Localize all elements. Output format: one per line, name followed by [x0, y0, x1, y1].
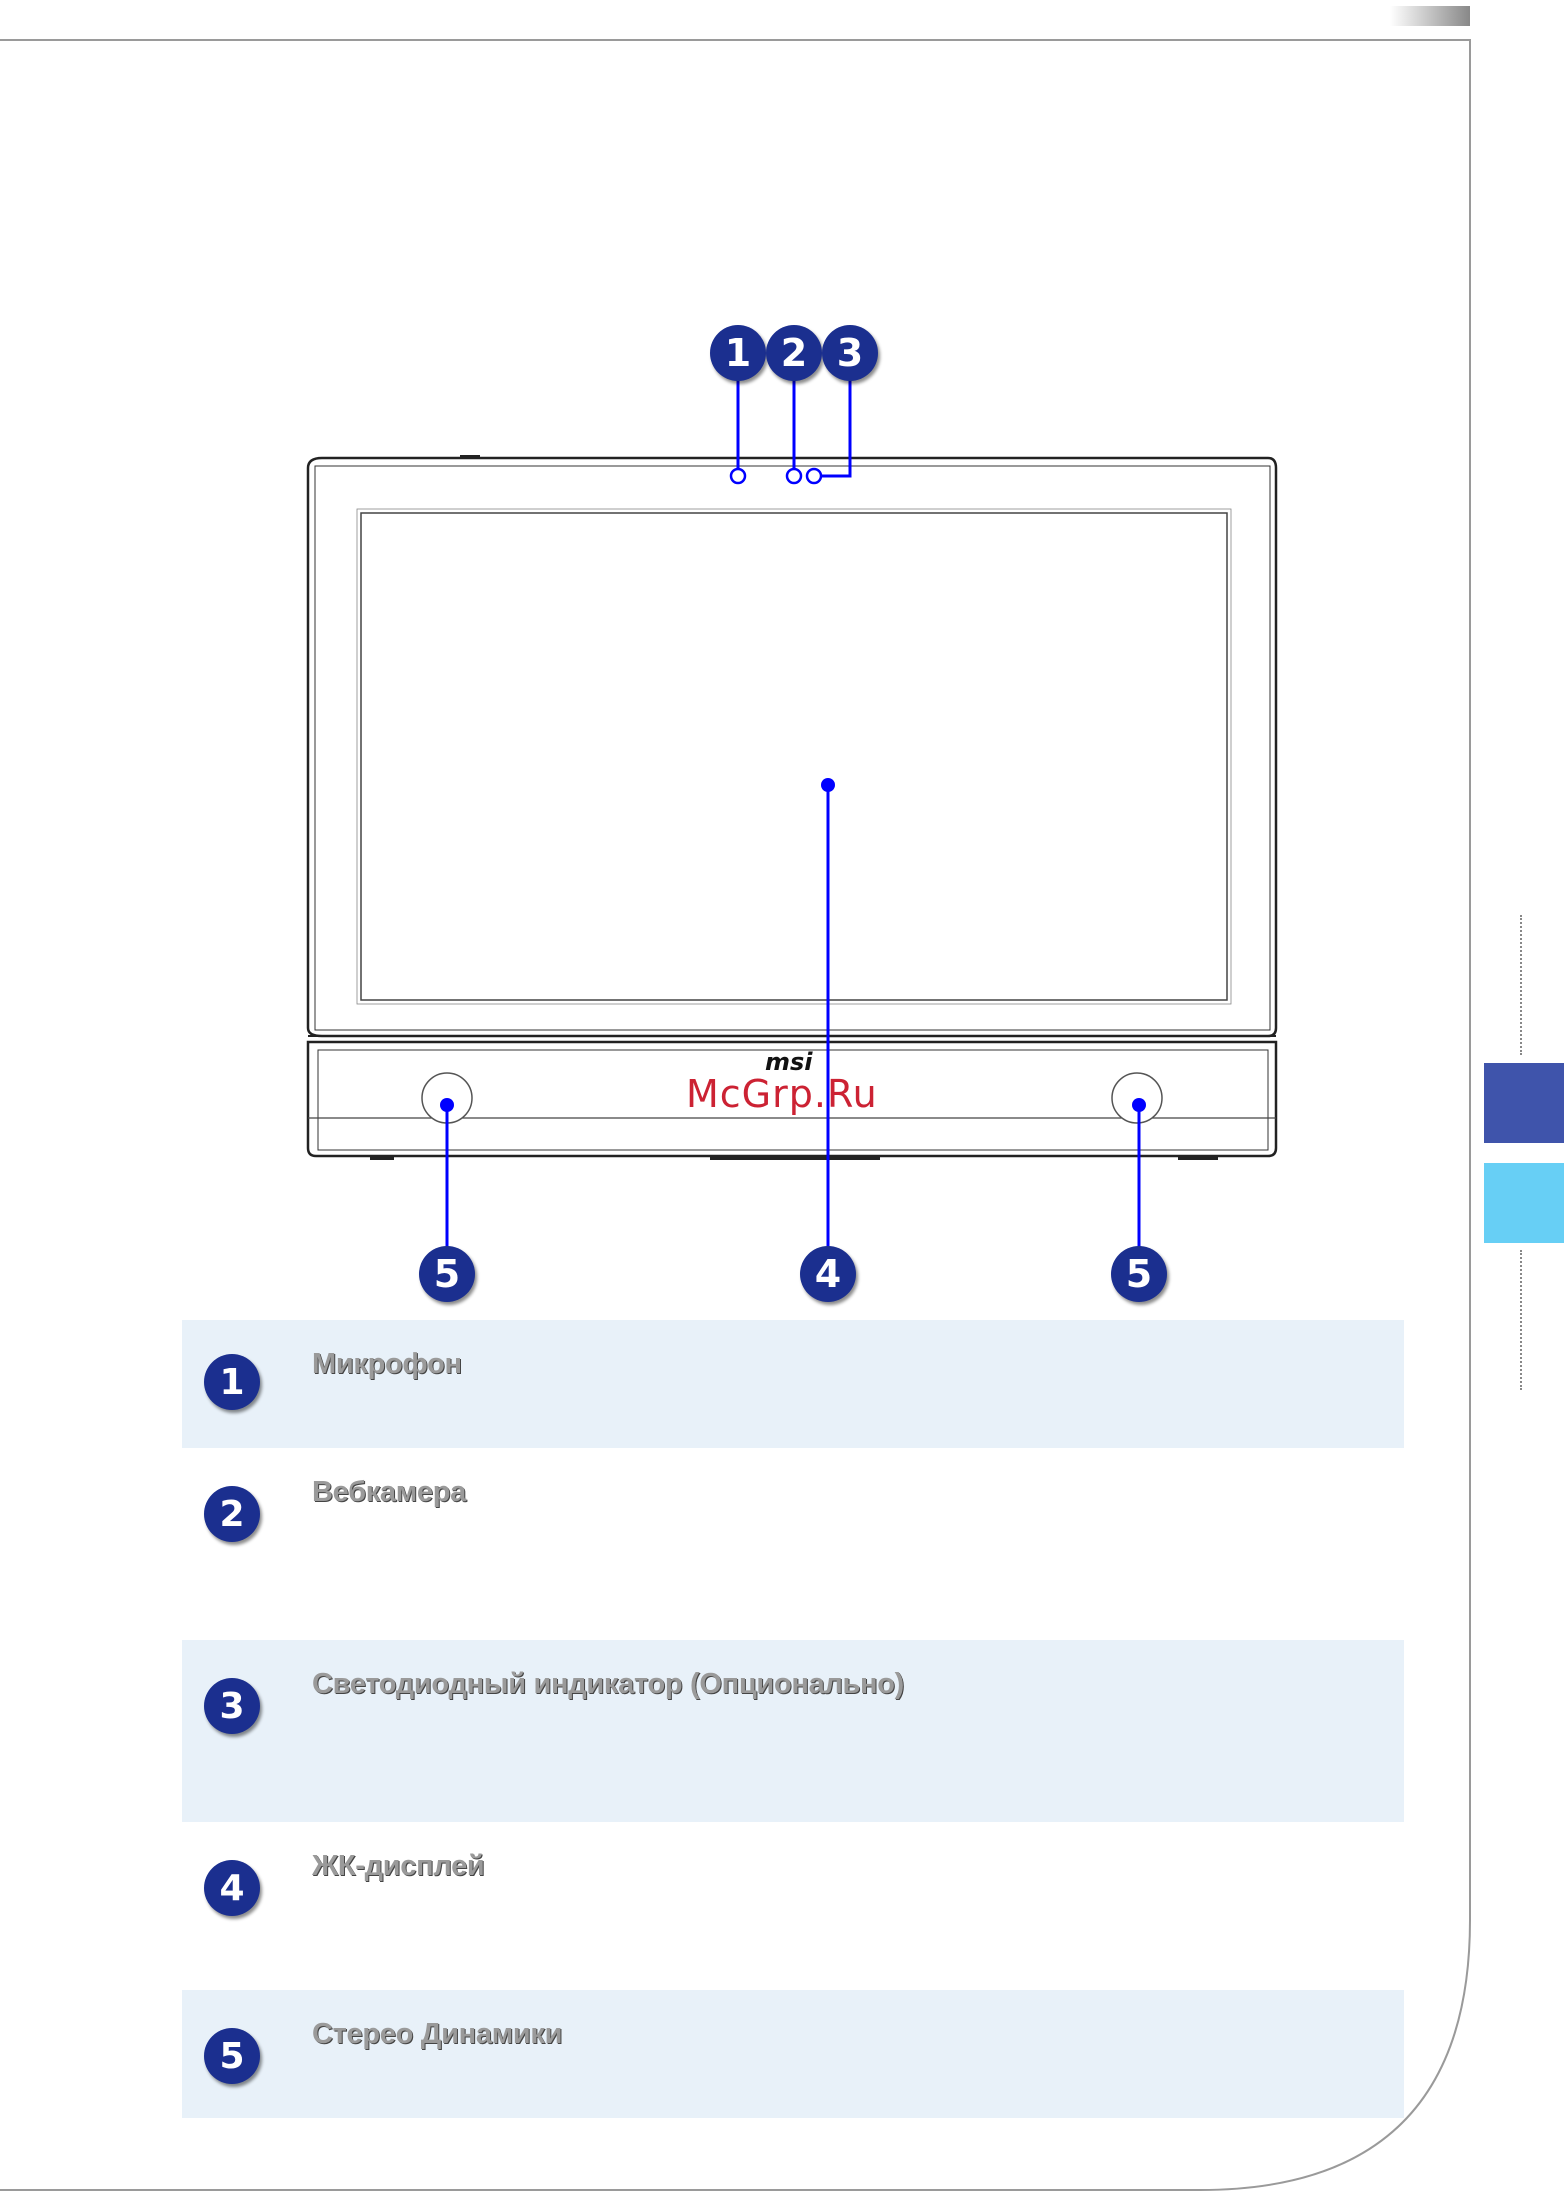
legend-number: 4 — [204, 1860, 260, 1916]
lcd-screen — [361, 513, 1227, 1000]
callout-2: 2 — [766, 325, 822, 381]
legend-row-webcam: 2 Вебкамера — [182, 1448, 1404, 1640]
legend-row-speakers: 5 Стерео Динамики — [182, 1990, 1404, 2118]
legend-label: Стерео Динамики — [312, 2018, 562, 2051]
legend-label: ЖК-дисплей — [312, 1850, 484, 1883]
legend-number: 5 — [204, 2028, 260, 2084]
legend-number: 1 — [204, 1354, 260, 1410]
legend-label: Светодиодный индикатор (Опционально) — [312, 1668, 904, 1701]
led-indicator — [807, 469, 821, 483]
legend-label: Микрофон — [312, 1348, 462, 1381]
watermark-text: McGrp.Ru — [686, 1072, 878, 1116]
microphone-hole — [731, 469, 745, 483]
speaker-right — [1112, 1073, 1162, 1123]
legend-number: 2 — [204, 1486, 260, 1542]
legend-row-led: 3 Светодиодный индикатор (Опционально) — [182, 1640, 1404, 1822]
callout-3: 3 — [822, 325, 878, 381]
callout-1: 1 — [710, 325, 766, 381]
callout-5-right: 5 — [1111, 1246, 1167, 1302]
callout-5-left: 5 — [419, 1246, 475, 1302]
callout-4: 4 — [800, 1246, 856, 1302]
legend-number: 3 — [204, 1678, 260, 1734]
legend-row-microphone: 1 Микрофон — [182, 1320, 1404, 1448]
legend-label: Вебкамера — [312, 1476, 466, 1509]
webcam-lens — [787, 469, 801, 483]
legend-row-lcd: 4 ЖК-дисплей — [182, 1822, 1404, 1990]
monitor-illustration — [0, 0, 1565, 1320]
